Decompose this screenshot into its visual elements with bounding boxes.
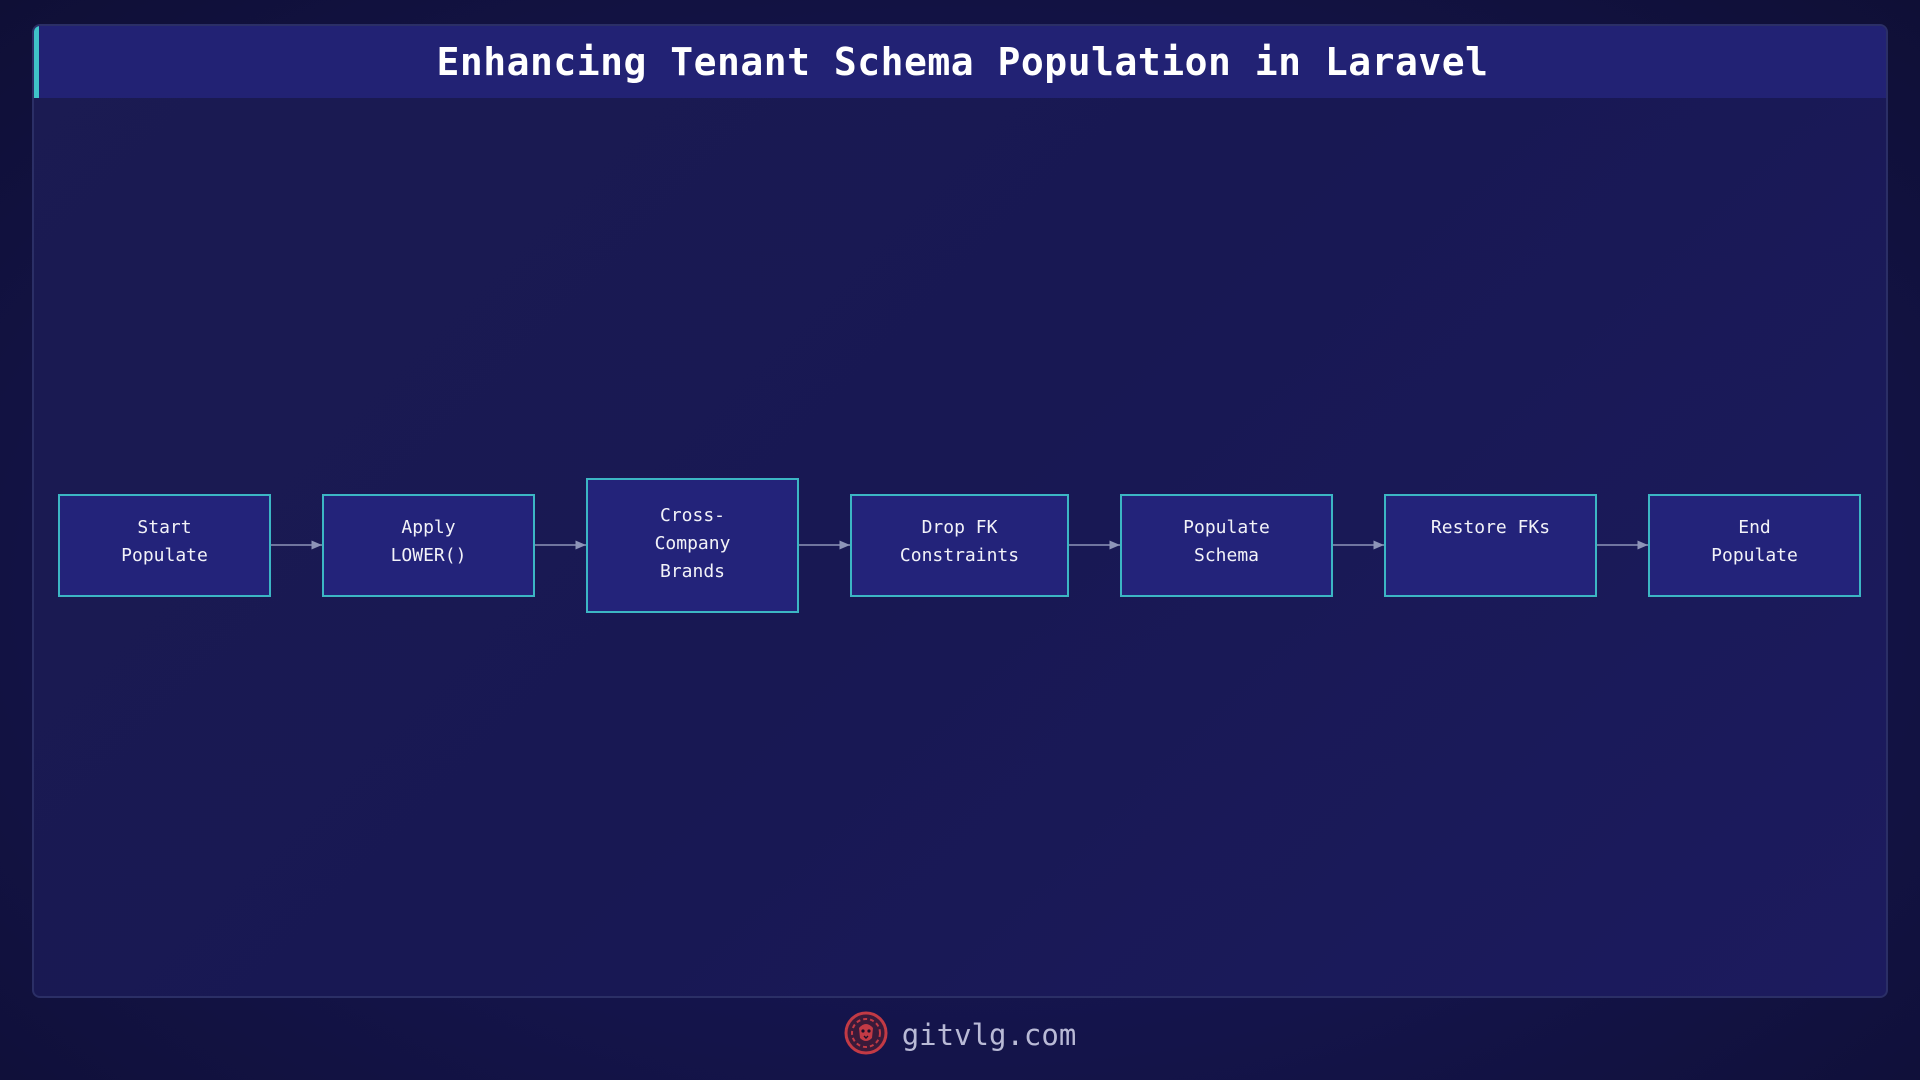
node-apply-lower: Apply LOWER()	[322, 494, 535, 597]
footer: gitvlg.com	[0, 1010, 1920, 1060]
node-drop-fk-constraints: Drop FK Constraints	[850, 494, 1069, 597]
node-start-populate: Start Populate	[58, 494, 271, 597]
site-link[interactable]: gitvlg.com	[901, 1018, 1077, 1052]
node-cross-company-brands: Cross- Company Brands	[586, 478, 799, 613]
node-end-populate: End Populate	[1648, 494, 1861, 597]
title-bar: Enhancing Tenant Schema Population in La…	[34, 26, 1886, 98]
diagram-title: Enhancing Tenant Schema Population in La…	[436, 40, 1489, 84]
lion-logo-icon	[844, 1011, 888, 1059]
node-restore-fks: Restore FKs	[1384, 494, 1597, 597]
node-populate-schema: Populate Schema	[1120, 494, 1333, 597]
